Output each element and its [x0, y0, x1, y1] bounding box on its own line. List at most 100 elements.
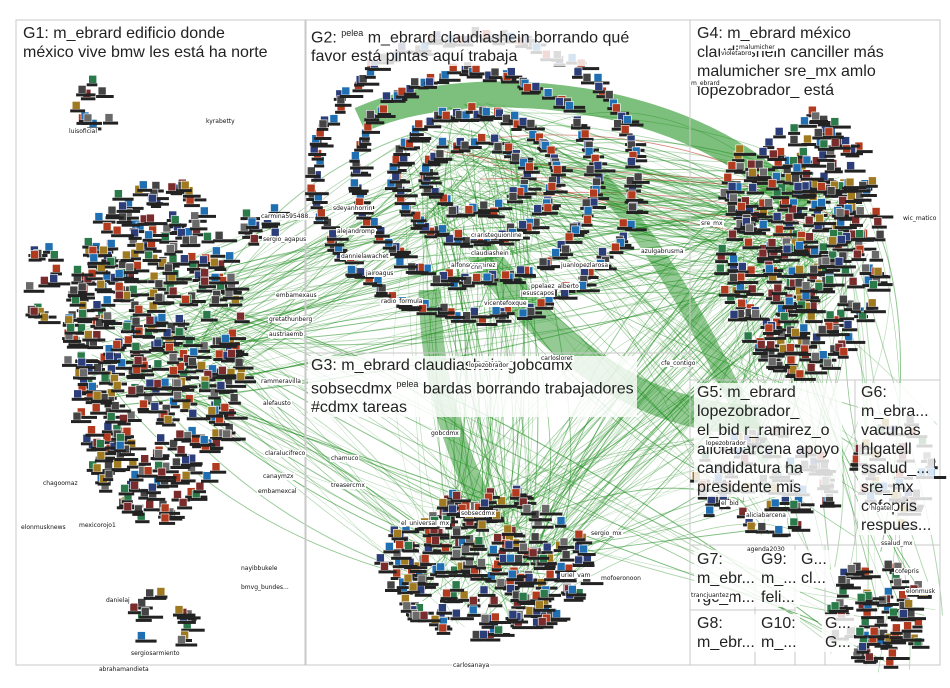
node-avatar: [443, 589, 451, 597]
node-caption: [199, 285, 216, 288]
node-avatar: [749, 168, 757, 176]
node-label: gobcdmx: [430, 430, 460, 437]
node-caption: [208, 266, 224, 269]
node-caption: [229, 304, 242, 307]
node-caption: [789, 336, 810, 339]
group-label-g11: G... cl...: [798, 550, 830, 588]
node-caption: [773, 135, 786, 138]
node-avatar: [536, 601, 544, 609]
node-caption: [144, 387, 158, 390]
node-avatar: [525, 163, 533, 171]
node-avatar: [737, 203, 745, 211]
node-caption: [98, 254, 112, 257]
node-avatar: [478, 521, 486, 529]
node-avatar: [519, 221, 527, 229]
node-caption: [469, 548, 487, 551]
node-caption: [129, 237, 142, 240]
node-caption: [28, 315, 42, 318]
node-caption: [809, 360, 822, 363]
node-avatar: [347, 266, 355, 274]
node-avatar: [153, 380, 161, 388]
node-caption: [492, 151, 502, 154]
node-avatar: [724, 173, 732, 181]
node-caption: [857, 189, 871, 192]
node-caption: [573, 538, 585, 541]
node-avatar: [78, 85, 86, 93]
node-caption: [120, 259, 134, 262]
node-caption: [747, 192, 764, 195]
node-caption: [376, 292, 388, 295]
node-avatar: [817, 183, 825, 191]
node-avatar: [787, 356, 795, 364]
node-caption: [555, 525, 566, 528]
node-caption: [803, 241, 818, 244]
group-label-g10: G10: m_...: [758, 614, 800, 652]
node-avatar: [475, 537, 483, 545]
node-avatar: [495, 626, 503, 634]
node-caption: [225, 417, 248, 420]
node-avatar: [226, 252, 234, 260]
node-caption: [410, 137, 432, 140]
node-caption: [223, 385, 247, 388]
node-caption: [214, 423, 230, 426]
node-avatar: [595, 82, 603, 90]
node-caption: [76, 93, 95, 96]
node-caption: [143, 259, 161, 262]
group-label-g2: G2: pelea m_ebrard claudiashein borrando…: [308, 24, 632, 66]
g3-line-3: #cdmx tareas: [311, 398, 634, 417]
node-avatar: [70, 286, 78, 294]
node-caption: [136, 619, 152, 622]
node-avatar: [757, 340, 765, 348]
node-caption: [431, 283, 455, 286]
node-caption: [796, 309, 817, 312]
node-avatar: [612, 104, 620, 112]
node-caption: [773, 534, 791, 537]
node-avatar: [89, 75, 97, 83]
node-caption: [167, 361, 179, 364]
node-avatar: [350, 179, 358, 187]
node-avatar: [527, 307, 535, 315]
node-avatar: [634, 173, 642, 181]
node-caption: [399, 210, 410, 213]
node-caption: [366, 121, 384, 124]
node-avatar: [173, 379, 181, 387]
node-caption: [143, 239, 162, 242]
node-caption: [847, 285, 865, 288]
node-avatar: [30, 307, 38, 315]
node-avatar: [611, 243, 619, 251]
node-caption: [421, 182, 442, 185]
node-caption: [884, 666, 899, 669]
node-caption: [106, 214, 119, 217]
outliers-g1-left: [24, 243, 71, 324]
node-avatar: [221, 403, 229, 411]
node-avatar: [490, 596, 498, 604]
node-label: carmina595488...: [260, 213, 315, 220]
node-avatar: [495, 109, 503, 117]
node-caption: [224, 260, 240, 263]
node-caption: [72, 398, 90, 401]
node-avatar: [432, 536, 440, 544]
node-caption: [845, 573, 864, 576]
node-label: sre_mx: [700, 220, 724, 227]
node-avatar: [524, 84, 532, 92]
node-avatar: [805, 216, 813, 224]
node-caption: [147, 498, 166, 501]
node-label: dannielawachet: [340, 253, 390, 260]
node-avatar: [189, 236, 197, 244]
node-caption: [772, 292, 788, 295]
node-caption: [481, 281, 492, 284]
node-caption: [716, 253, 736, 256]
node-avatar: [175, 328, 183, 336]
node-caption: [428, 534, 450, 537]
node-caption: [779, 259, 800, 262]
node-caption: [166, 281, 188, 284]
node-avatar: [95, 213, 103, 221]
node-label: juanlopezlarosa: [560, 262, 609, 269]
node-avatar: [144, 467, 152, 475]
node-avatar: [755, 160, 763, 168]
node-avatar: [799, 148, 807, 156]
node-avatar: [188, 358, 196, 366]
node-caption: [746, 293, 764, 296]
node-avatar: [161, 504, 169, 512]
node-caption: [235, 320, 250, 323]
